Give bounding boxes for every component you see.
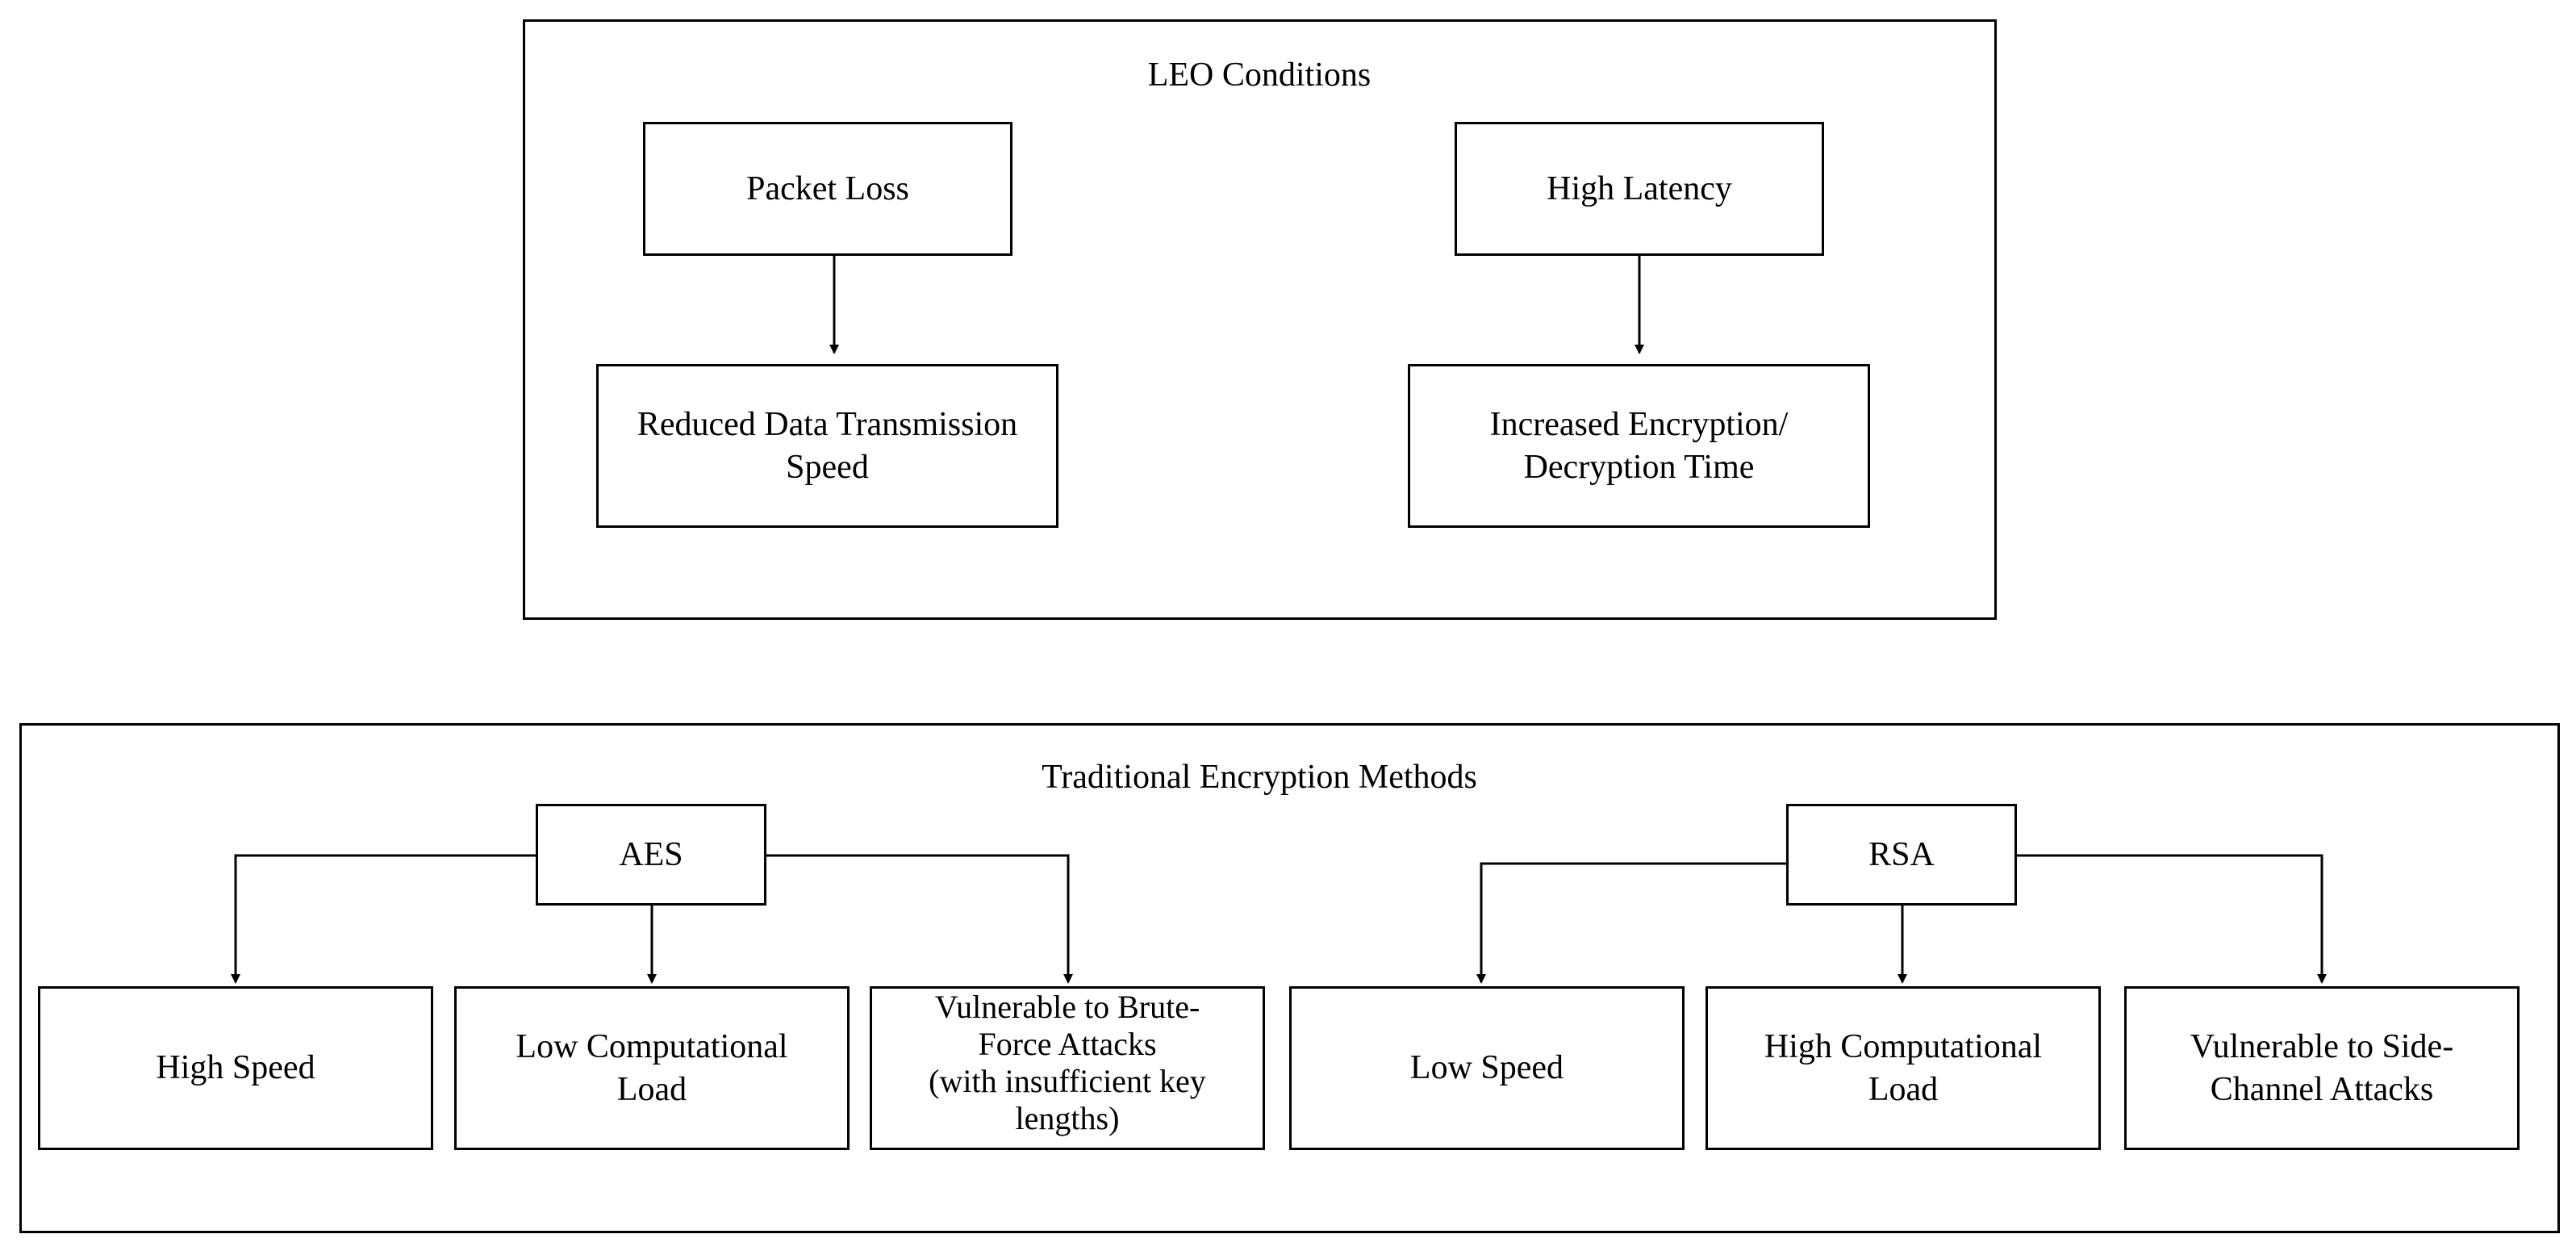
rsa-box: RSA bbox=[1786, 804, 2017, 906]
aes-box: AES bbox=[536, 804, 766, 906]
arrow-rsa-to-side-channel bbox=[2017, 854, 2327, 984]
high-speed-box: High Speed bbox=[38, 986, 433, 1150]
high-computational-load-box: High Computational Load bbox=[1706, 986, 2101, 1150]
reduced-speed-box: Reduced Data Transmission Speed bbox=[596, 364, 1058, 528]
traditional-encryption-frame bbox=[19, 723, 2560, 1233]
increased-time-box: Increased Encryption/ Decryption Time bbox=[1408, 364, 1870, 528]
brute-force-vulnerability-box: Vulnerable to Brute- Force Attacks (with… bbox=[870, 986, 1265, 1150]
traditional-encryption-title: Traditional Encryption Methods bbox=[1042, 759, 1477, 796]
arrow-aes-to-high-speed bbox=[231, 854, 537, 984]
packet-loss-box: Packet Loss bbox=[643, 122, 1012, 256]
arrow-aes-to-brute-force bbox=[766, 854, 1073, 984]
arrow-rsa-to-low-speed bbox=[1476, 862, 1788, 984]
low-speed-box: Low Speed bbox=[1289, 986, 1685, 1150]
leo-conditions-frame bbox=[523, 19, 1997, 620]
high-latency-box: High Latency bbox=[1455, 122, 1824, 256]
low-computational-load-box: Low Computational Load bbox=[454, 986, 850, 1150]
side-channel-vulnerability-box: Vulnerable to Side- Channel Attacks bbox=[2124, 986, 2520, 1150]
leo-conditions-title: LEO Conditions bbox=[1147, 56, 1372, 94]
